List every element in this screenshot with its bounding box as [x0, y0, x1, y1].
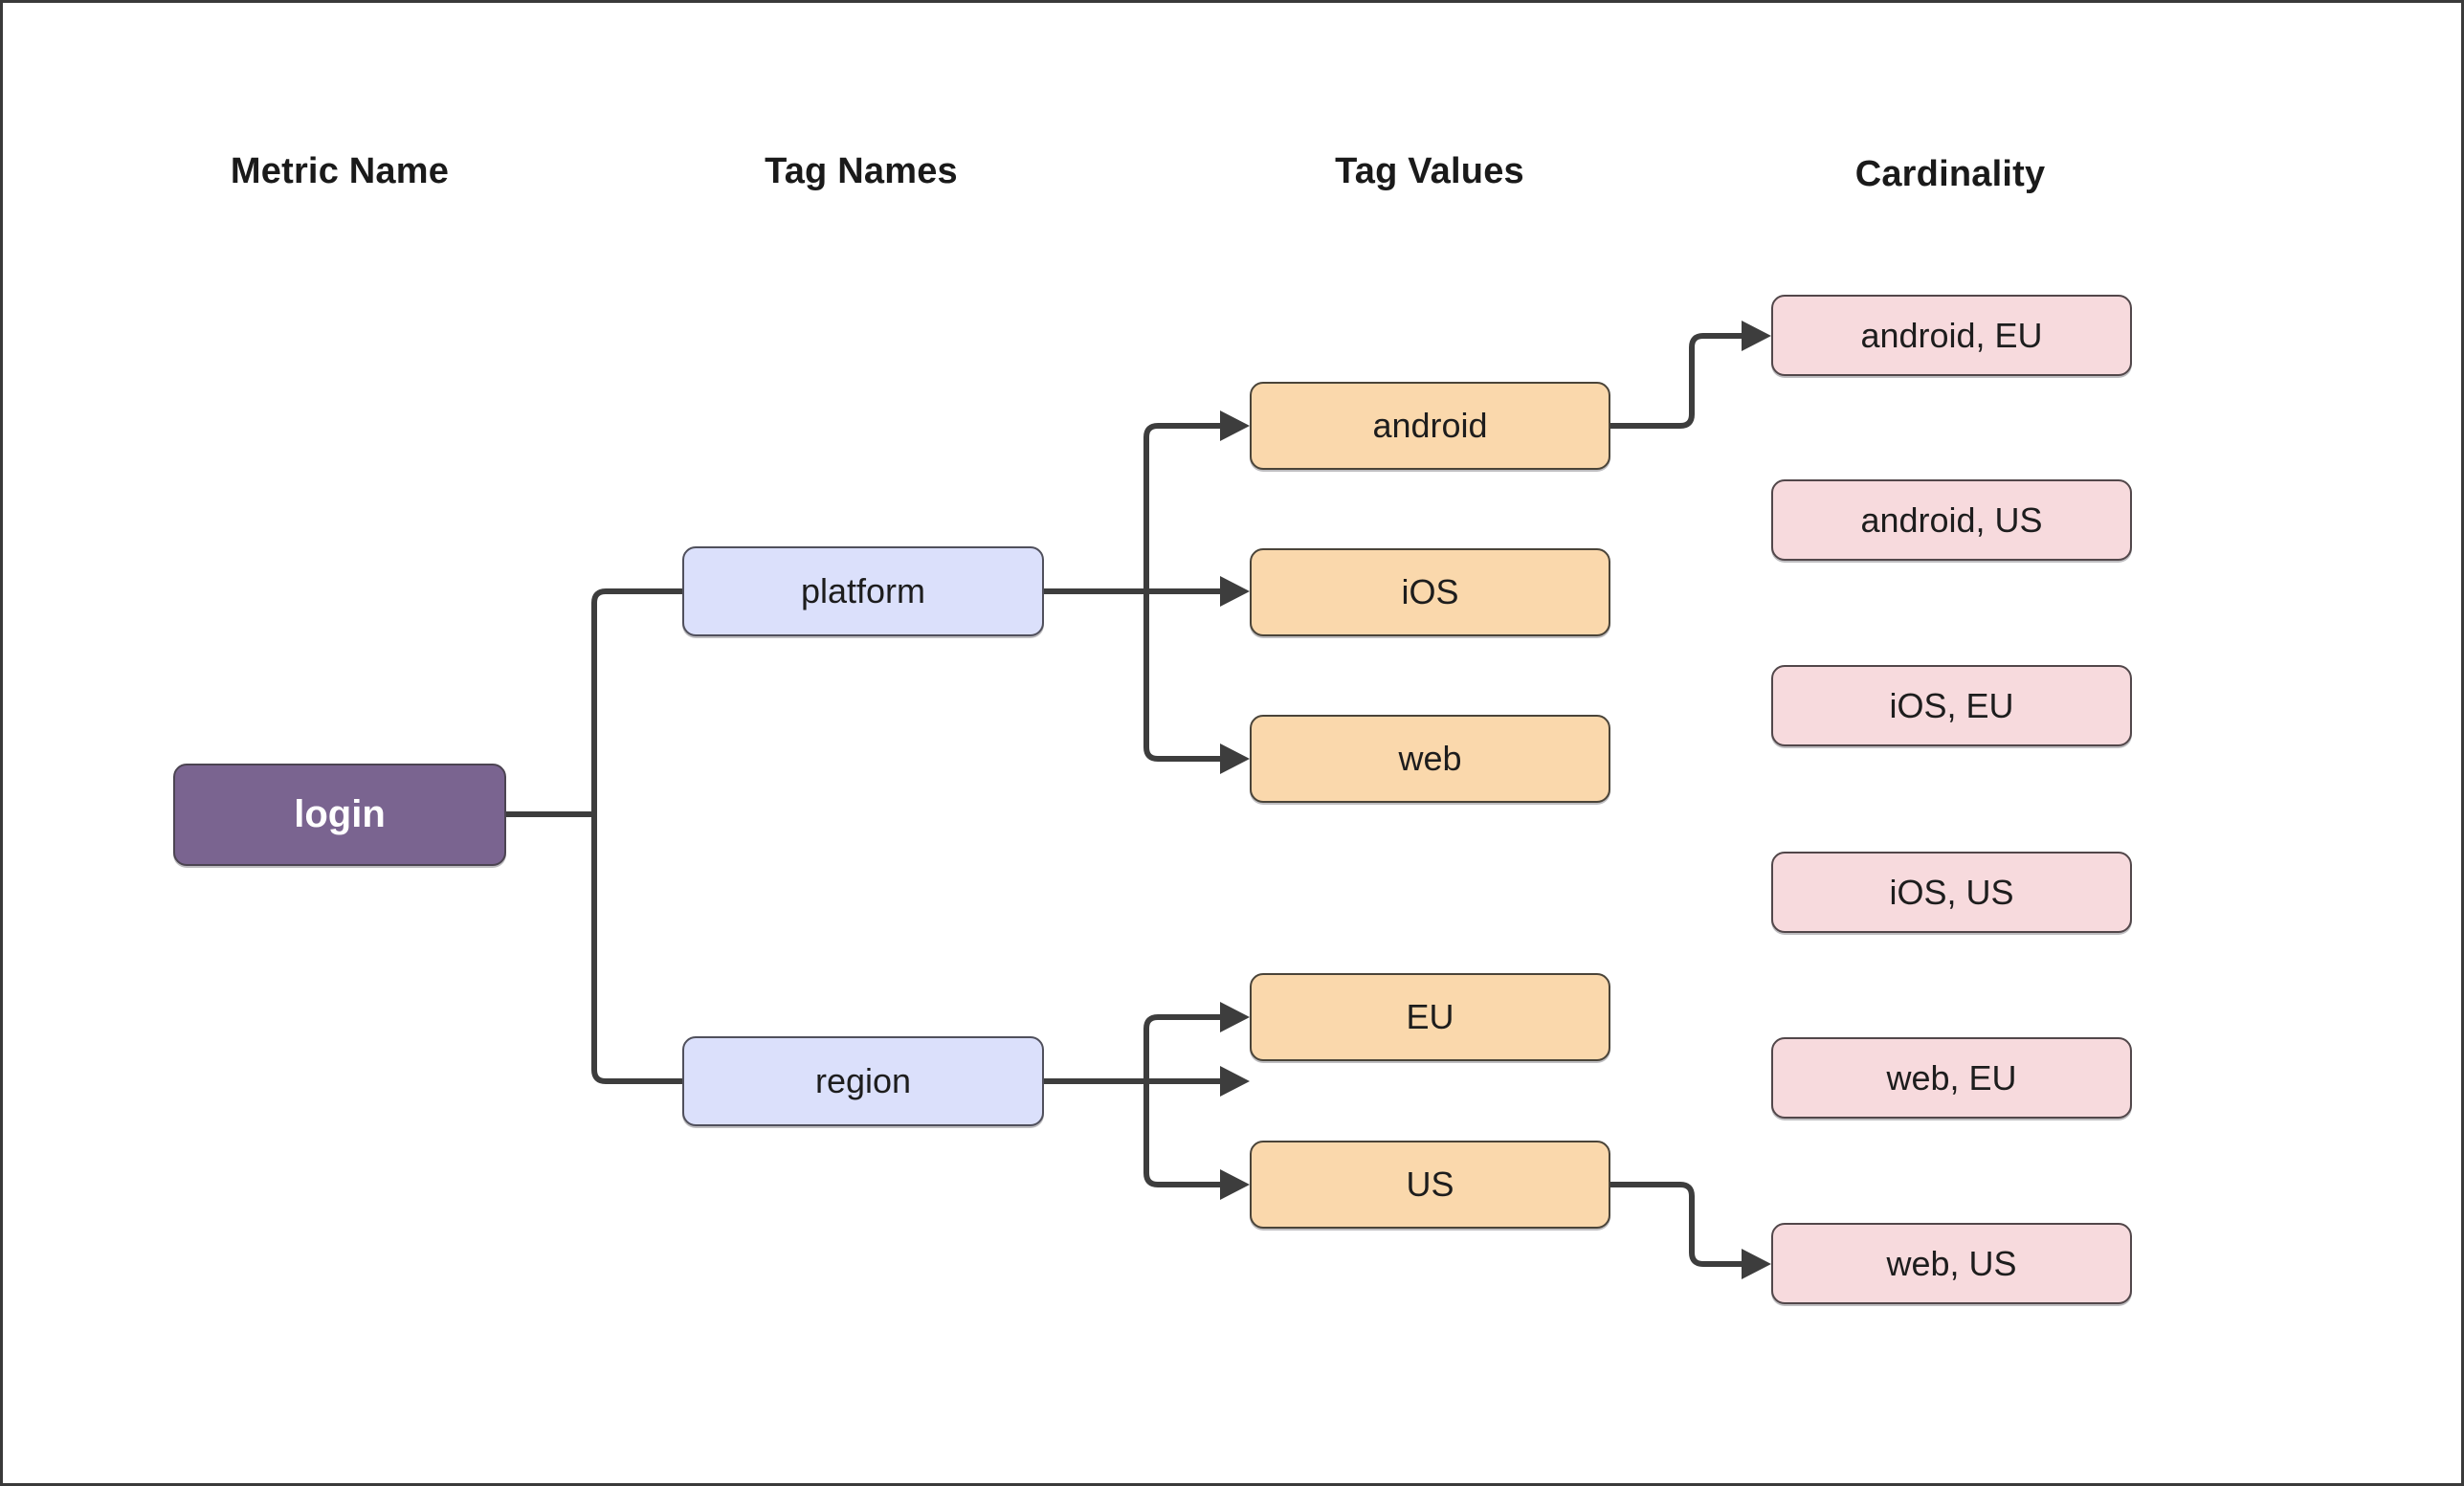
arrowhead-web — [1220, 743, 1250, 774]
node-tagname-platform[interactable]: platform — [682, 546, 1044, 636]
node-tagvalue-us[interactable]: US — [1250, 1141, 1610, 1229]
column-header-tag-values: Tag Values — [1335, 151, 1524, 191]
arrowhead-region — [1220, 1066, 1250, 1097]
edge-platform-to-web — [1143, 591, 1220, 762]
edge-region-to-us — [1143, 1081, 1220, 1187]
node-cardinality-ios-eu[interactable]: iOS, EU — [1771, 665, 2132, 746]
arrowhead-android — [1220, 410, 1250, 441]
edge-platform-to-android — [1143, 423, 1220, 591]
node-cardinality-ios-us[interactable]: iOS, US — [1771, 852, 2132, 933]
arrowhead-platform — [1220, 576, 1250, 607]
arrowhead-us — [1220, 1169, 1250, 1200]
edge-us-to-web-us — [1610, 1182, 1742, 1267]
column-header-cardinality: Cardinality — [1854, 154, 2046, 194]
node-tagvalue-web[interactable]: web — [1250, 715, 1610, 803]
column-header-metric-name: Metric Name — [230, 151, 450, 191]
node-cardinality-web-eu[interactable]: web, EU — [1771, 1037, 2132, 1119]
arrowhead-android-eu — [1742, 321, 1771, 351]
node-tagvalue-ios[interactable]: iOS — [1250, 548, 1610, 636]
node-tagvalue-android[interactable]: android — [1250, 382, 1610, 470]
arrowhead-eu — [1220, 1002, 1250, 1032]
node-cardinality-web-us[interactable]: web, US — [1771, 1223, 2132, 1304]
node-metric-login[interactable]: login — [173, 764, 506, 866]
node-tagvalue-eu[interactable]: EU — [1250, 973, 1610, 1061]
node-cardinality-android-us[interactable]: android, US — [1771, 479, 2132, 561]
edge-android-to-android-eu — [1610, 333, 1742, 429]
node-tagname-region[interactable]: region — [682, 1036, 1044, 1126]
arrowhead-web-us — [1742, 1249, 1771, 1279]
node-cardinality-android-eu[interactable]: android, EU — [1771, 295, 2132, 376]
edge-region-to-eu — [1143, 1014, 1220, 1081]
column-header-tag-names: Tag Names — [765, 151, 958, 191]
